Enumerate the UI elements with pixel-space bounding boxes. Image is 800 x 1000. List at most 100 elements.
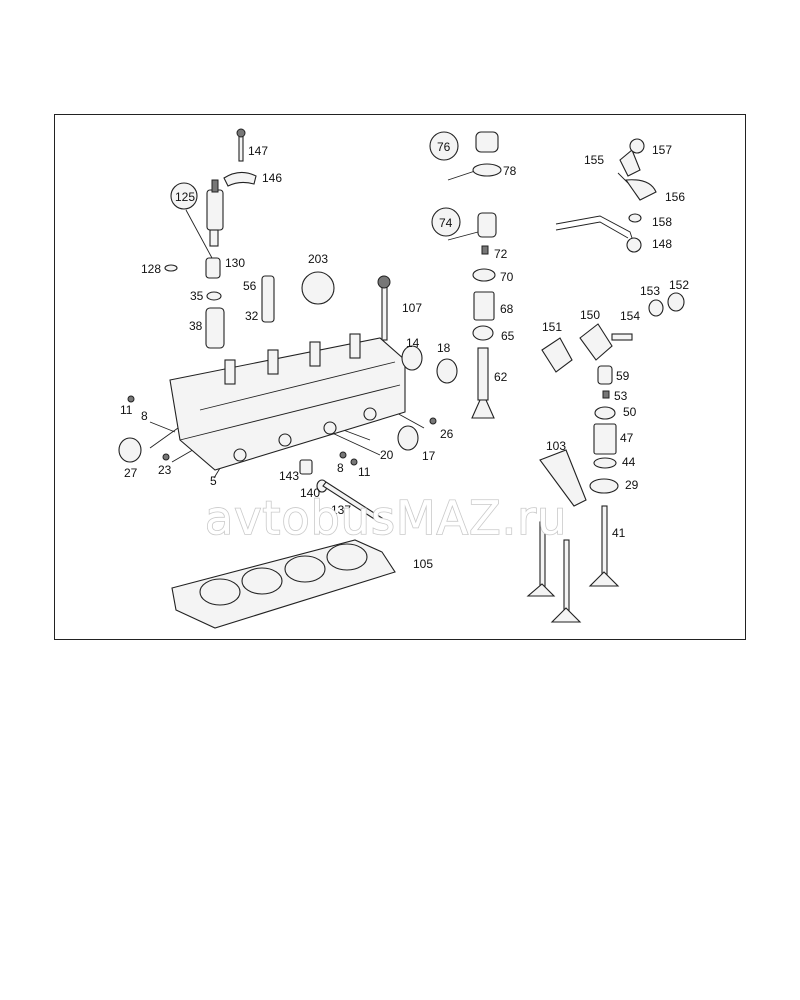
valve-column-right: [526, 365, 620, 623]
label-23: 23: [158, 463, 172, 477]
retainer-70-shape: [472, 268, 496, 282]
glow-plug-137-shape: [322, 481, 383, 523]
callout-circle-74: [431, 207, 461, 237]
label-70: 70: [500, 270, 514, 284]
cap-17-shape: [397, 425, 419, 451]
label-11-right: 11: [358, 465, 371, 479]
rocker-103-shape: [539, 449, 587, 507]
label-130: 130: [225, 256, 245, 270]
label-62: 62: [494, 370, 508, 384]
label-157: 157: [652, 143, 672, 157]
label-38: 38: [189, 319, 203, 333]
part-152-shape: [667, 292, 685, 312]
injector-group: [164, 128, 391, 349]
part-38-shape: [205, 307, 225, 349]
callout-circle-76: [429, 131, 459, 161]
label-14: 14: [406, 336, 420, 350]
label-8-left: 8: [141, 409, 148, 423]
watermark: avtobusMAZ.ru: [205, 491, 567, 545]
clamp-156-shape: [625, 179, 657, 201]
label-41: 41: [612, 526, 626, 540]
callout-circle-125: [170, 182, 198, 210]
label-147: 147: [248, 144, 268, 158]
label-72: 72: [494, 247, 508, 261]
label-156: 156: [665, 190, 685, 204]
label-152: 152: [669, 278, 689, 292]
label-68: 68: [500, 302, 514, 316]
label-125: 125: [175, 190, 195, 204]
seat-65-shape: [472, 325, 494, 341]
diagram-frame: [54, 114, 746, 640]
flange-150-shape: [579, 323, 613, 361]
injector-shape: [206, 189, 224, 231]
bracket-155-shape: [619, 149, 641, 177]
label-53: 53: [614, 389, 628, 403]
tappet-59-shape: [597, 365, 613, 385]
label-50: 50: [623, 405, 637, 419]
label-148: 148: [652, 237, 672, 251]
part-153-shape: [648, 299, 664, 317]
plate-203-shape: [301, 271, 335, 305]
label-17: 17: [422, 449, 436, 463]
part-labels: 147 146 125 128 130 35 38 56 32 203 107 …: [120, 140, 689, 571]
label-5: 5: [210, 474, 217, 488]
label-137: 137: [331, 503, 351, 517]
label-158: 158: [652, 215, 672, 229]
plug-143-shape: [299, 459, 313, 475]
fitting-148-shape: [626, 237, 642, 253]
label-20: 20: [380, 448, 394, 462]
label-103: 103: [546, 439, 566, 453]
label-146: 146: [262, 171, 282, 185]
valve-column-middle: [429, 131, 502, 419]
label-35: 35: [190, 289, 204, 303]
label-8-right: 8: [337, 461, 344, 475]
label-44: 44: [622, 455, 636, 469]
label-27: 27: [124, 466, 138, 480]
label-107: 107: [402, 301, 422, 315]
seal-78-shape: [472, 163, 502, 177]
head-gasket-105: [171, 539, 396, 629]
bolt-107-shape: [381, 279, 388, 341]
label-155: 155: [584, 153, 604, 167]
sleeve-130-shape: [205, 257, 221, 279]
washer-44-shape: [593, 457, 617, 469]
label-128: 128: [141, 262, 161, 276]
oring-35-shape: [206, 291, 222, 301]
label-65: 65: [501, 329, 515, 343]
spring-68-shape: [473, 291, 495, 321]
retainer-50-shape: [594, 406, 616, 420]
spring-47-shape: [593, 423, 617, 455]
cap-18-shape: [436, 358, 458, 384]
label-47: 47: [620, 431, 634, 445]
bolt-154-shape: [611, 333, 633, 341]
plug-27-shape: [118, 437, 142, 463]
label-59: 59: [616, 369, 630, 383]
valve-shape-2: [550, 607, 582, 623]
label-56: 56: [243, 279, 257, 293]
right-upper-group: [541, 138, 685, 373]
label-105: 105: [413, 557, 433, 571]
label-203: 203: [308, 252, 328, 266]
label-150: 150: [580, 308, 600, 322]
part-32-56-shape: [261, 275, 275, 323]
label-153: 153: [640, 284, 660, 298]
label-151: 151: [542, 320, 562, 334]
label-18: 18: [437, 341, 451, 355]
label-26: 26: [440, 427, 454, 441]
valve-41-shape: [588, 571, 620, 587]
label-154: 154: [620, 309, 640, 323]
label-140: 140: [300, 486, 320, 500]
flange-151-shape: [541, 337, 573, 373]
cap-14-shape: [401, 345, 423, 371]
clamp-146-shape: [223, 171, 257, 187]
guide-62-shape: [477, 347, 489, 401]
label-11-left: 11: [120, 403, 133, 417]
label-74: 74: [439, 216, 453, 230]
valve-shape-1: [526, 583, 556, 597]
label-76: 76: [437, 140, 451, 154]
label-32: 32: [245, 309, 259, 323]
washer-128-shape: [164, 264, 178, 272]
label-29: 29: [625, 478, 639, 492]
cylinder-head: [118, 333, 458, 523]
